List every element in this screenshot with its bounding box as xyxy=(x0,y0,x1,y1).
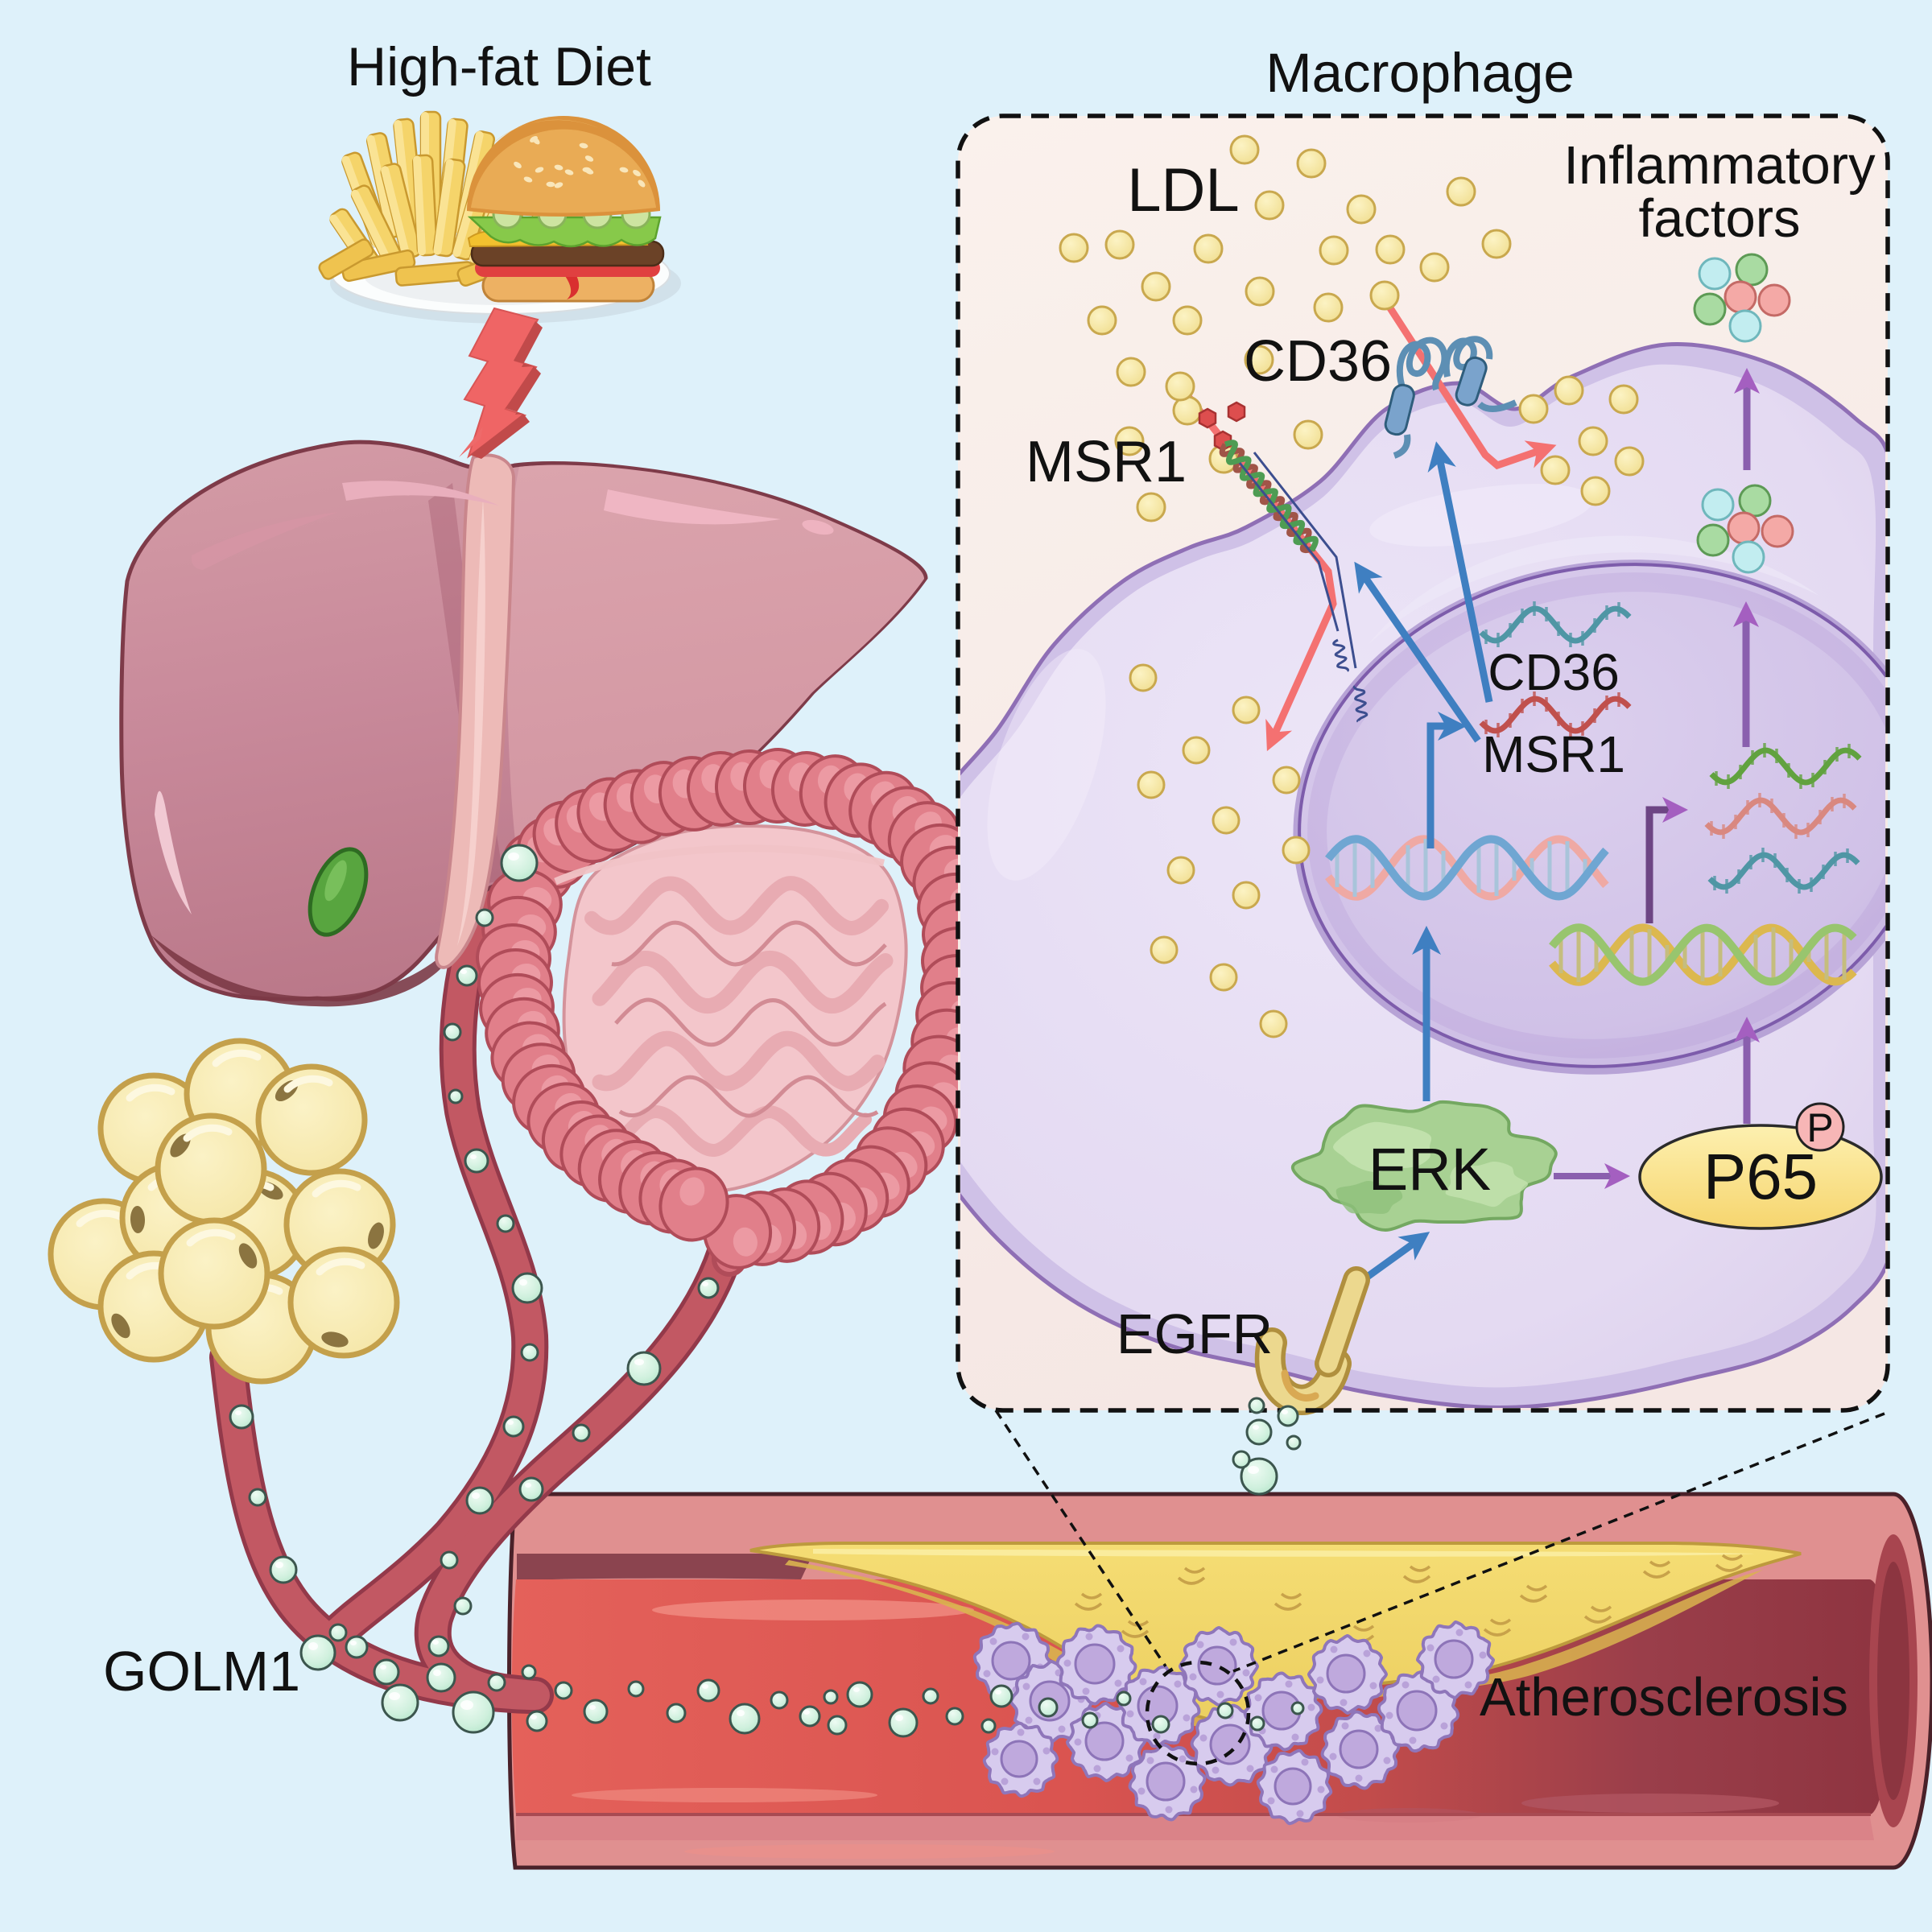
svg-text:ERK: ERK xyxy=(1368,1136,1491,1203)
svg-text:CD36: CD36 xyxy=(1244,329,1392,394)
svg-text:EGFR: EGFR xyxy=(1117,1302,1273,1365)
svg-text:factors: factors xyxy=(1638,188,1800,249)
svg-text:CD36: CD36 xyxy=(1488,643,1620,701)
svg-text:GOLM1: GOLM1 xyxy=(103,1640,300,1703)
svg-text:Macrophage: Macrophage xyxy=(1265,42,1575,104)
svg-text:LDL: LDL xyxy=(1127,156,1239,225)
svg-text:Inflammatory: Inflammatory xyxy=(1563,135,1876,196)
svg-text:P65: P65 xyxy=(1703,1141,1818,1212)
svg-text:MSR1: MSR1 xyxy=(1482,725,1625,783)
svg-text:P: P xyxy=(1806,1105,1833,1150)
svg-text:MSR1: MSR1 xyxy=(1026,430,1187,494)
svg-text:High-fat Diet: High-fat Diet xyxy=(347,36,651,97)
svg-text:Atherosclerosis: Atherosclerosis xyxy=(1480,1667,1848,1728)
